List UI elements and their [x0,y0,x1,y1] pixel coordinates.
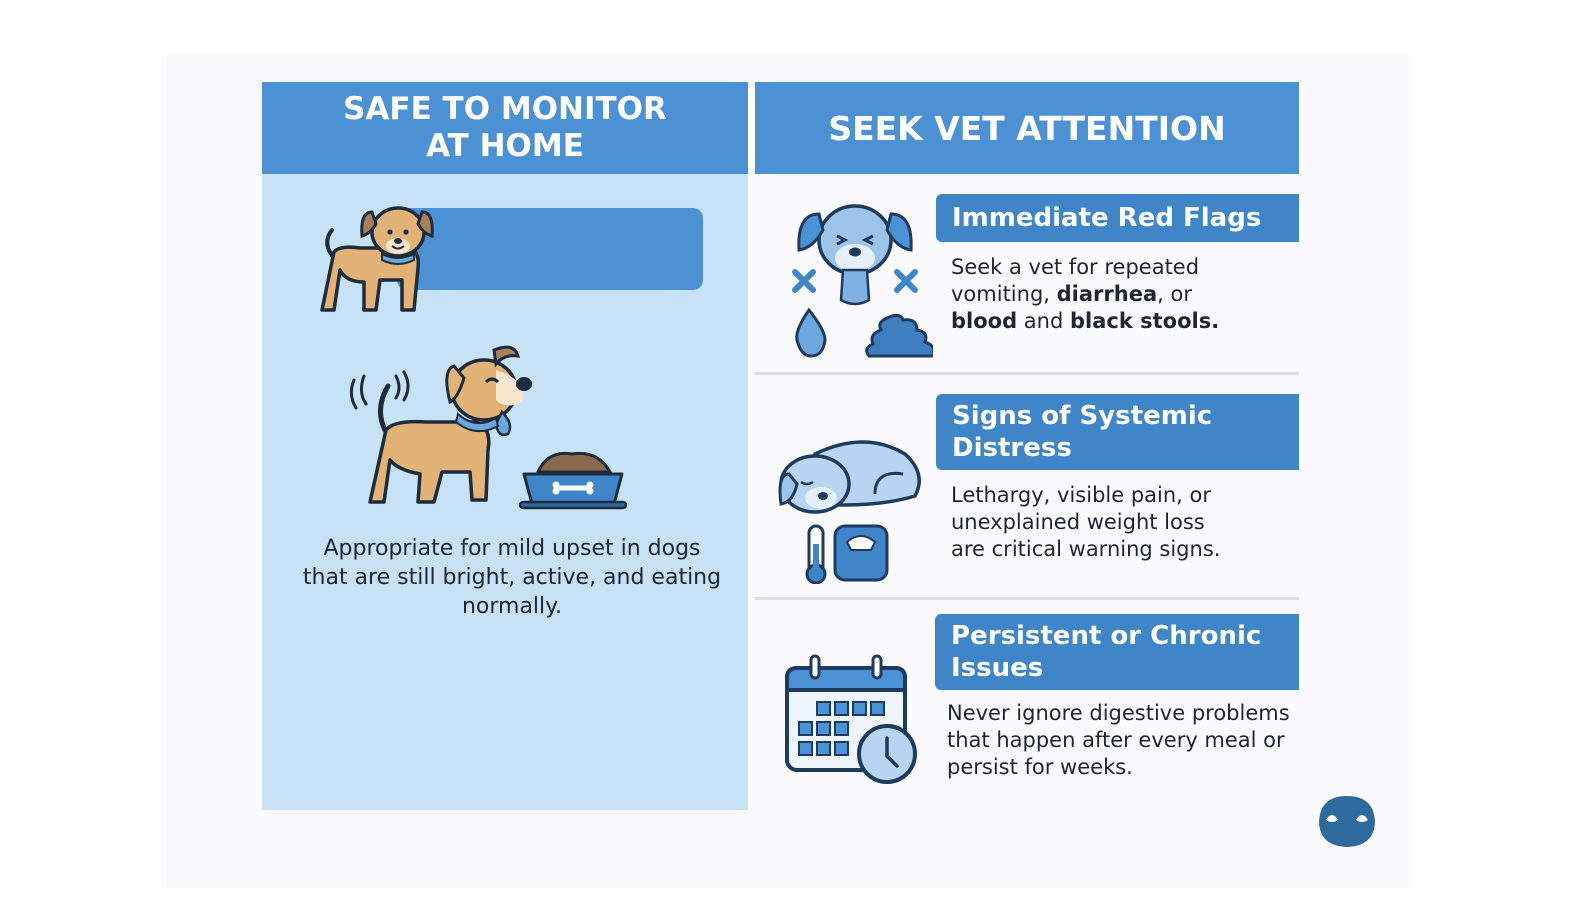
body-text: Seek a vet for repeated vomiting, [951,255,1200,306]
section-divider [755,597,1299,600]
section-divider [755,372,1299,375]
section-title: Signs of Systemic Distress [936,394,1299,470]
body-bold-text: black stools. [1069,309,1220,333]
sick-dog-vomiting-icon [792,204,933,358]
body-bold-text: blood [951,309,1018,333]
body-text: and [1017,309,1070,333]
sleeping-dog-thermometer-scale-icon [778,440,921,584]
safe-panel-description: Appropriate for mild upset in dogs that … [302,536,722,619]
standing-dog-icon [320,206,434,312]
vet-panel-title: SEEK VET ATTENTION [828,108,1226,148]
safe-panel-title: SAFE TO MONITOR AT HOME [343,91,667,164]
food-bowl-icon [518,451,628,510]
section-systemic-distress: Signs of Systemic Distress Lethargy, vis… [755,382,1299,592]
section-body: Never ignore digestive problems that hap… [947,701,1290,779]
body-bold-text: diarrhea [1056,282,1158,306]
safe-to-monitor-panel: SAFE TO MONITOR AT HOME Appro [262,82,748,810]
happy-dog-walking-icon [349,345,532,504]
section-persistent-chronic: Persistent or Chronic Issues Never ignor… [755,604,1299,810]
section-title: Immediate Red Flags [936,194,1299,242]
brand-logo-icon [1319,796,1375,847]
calendar-clock-icon [785,654,917,784]
safe-panel-header: SAFE TO MONITOR AT HOME [262,82,748,174]
blank-label-bar [397,208,703,290]
body-text: , or [1157,282,1192,306]
section-body: Seek a vet for repeated vomiting, diarrh… [951,254,1296,335]
seek-vet-panel: SEEK VET ATTENTION Immediate Red Flags S… [755,82,1299,810]
section-immediate-red-flags: Immediate Red Flags Seek a vet for repea… [755,182,1299,372]
vet-panel-header: SEEK VET ATTENTION [755,82,1299,174]
section-title: Persistent or Chronic Issues [935,614,1299,690]
section-body: Lethargy, visible pain, or unexplained w… [951,483,1221,561]
